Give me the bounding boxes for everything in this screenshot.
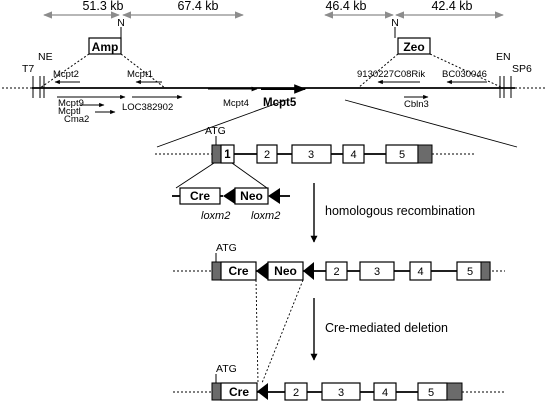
gene-9130227c08rik: 9130227C08Rik	[357, 69, 425, 80]
loxp-triangle-1	[223, 188, 235, 204]
distance-label-4: 42.4 kb	[431, 0, 472, 13]
gene-mcpt5: Mcpt5	[263, 97, 297, 109]
loxp-triangle-5	[257, 383, 268, 400]
gene-mcptl: Mcptl	[58, 106, 81, 117]
loxp-triangle-4	[303, 262, 314, 280]
zeo-label: Zeo	[403, 40, 424, 54]
distance-label-1: 51.3 kb	[82, 0, 123, 13]
amp-label: Amp	[92, 40, 119, 54]
gene-mcpt4: Mcpt4	[223, 98, 249, 109]
targeting-construct: Cre Neo loxm2 loxm2	[172, 162, 290, 222]
gene-cbln3: Cbln3	[404, 99, 429, 110]
exon-1-box	[220, 144, 235, 164]
exon-3-deleted: 3	[338, 387, 344, 399]
gene-bc030046: BC030046	[442, 69, 487, 80]
targeted-allele: ATG Cre Neo 2 3 4 5	[173, 242, 505, 281]
n-site-left: N	[117, 17, 125, 29]
exon-3-box	[291, 144, 332, 164]
distance-scale: 51.3 kb 67.4 kb 46.4 kb 42.4 kb	[43, 0, 504, 19]
amp-box	[88, 37, 122, 55]
exon-5-label: 5	[399, 149, 405, 161]
distance-label-2: 67.4 kb	[177, 0, 218, 13]
bac-map: T7 NE EN SP6 N Amp N Zeo	[2, 17, 546, 98]
ne-site-label: NE	[38, 51, 53, 63]
gene-annotations: Mcpt2 Mcpt1 9130227C08Rik BC030046 Mcpt9…	[53, 69, 518, 148]
exon-2-label: 2	[264, 149, 270, 161]
gene-mcpt1: Mcpt1	[127, 69, 153, 80]
loxp-triangle-3	[256, 262, 268, 280]
exon-4-deleted: 4	[382, 387, 388, 399]
wildtype-locus: ATG 1 2 3 4 5	[155, 125, 474, 164]
exon-3-targeted: 3	[374, 266, 380, 278]
neo-label-construct: Neo	[240, 189, 263, 203]
exon-5-targeted: 5	[467, 266, 473, 278]
distance-label-3: 46.4 kb	[325, 0, 366, 13]
t7-site-label: T7	[22, 63, 34, 75]
exon-2-targeted: 2	[333, 266, 339, 278]
cre-label-construct: Cre	[190, 189, 210, 203]
neo-label-targeted: Neo	[274, 264, 297, 278]
step-2-label: Cre-mediated deletion	[325, 321, 448, 335]
gene-loc382902: LOC382902	[122, 102, 173, 113]
atg-wt: ATG	[205, 125, 226, 137]
step-1-label: homologous recombination	[325, 204, 475, 218]
exon-4-label: 4	[350, 149, 356, 161]
loxp-triangle-2	[268, 188, 280, 204]
homologous-recombination-step: homologous recombination	[310, 183, 475, 243]
exon-1-label: 1	[224, 149, 231, 161]
cre-label-targeted: Cre	[228, 264, 248, 278]
gene-cma2: Cma2	[64, 114, 89, 125]
exon-4-targeted: 4	[417, 266, 423, 278]
cre-deletion-step: Cre-mediated deletion	[310, 298, 448, 361]
exon-2-box	[256, 144, 278, 164]
atg-targeted: ATG	[216, 242, 237, 254]
deleted-allele: ATG Cre 2 3 4 5	[173, 363, 505, 401]
exon-3-label: 3	[308, 149, 314, 161]
gene-mcpt9: Mcpt9	[58, 98, 84, 109]
cre-label-deleted: Cre	[229, 385, 249, 399]
atg-deleted: ATG	[216, 363, 237, 375]
exon-4-box	[342, 144, 365, 164]
exon-2-deleted: 2	[293, 387, 299, 399]
en-site-label: EN	[496, 51, 511, 63]
loxm2-label-1: loxm2	[201, 210, 230, 222]
zeo-box	[397, 37, 431, 55]
exon-5-deleted: 5	[428, 387, 434, 399]
gene-mcpt2: Mcpt2	[53, 69, 79, 80]
sp6-site-label: SP6	[512, 63, 532, 75]
n-site-right: N	[391, 17, 399, 29]
loxm2-label-2: loxm2	[251, 210, 280, 222]
